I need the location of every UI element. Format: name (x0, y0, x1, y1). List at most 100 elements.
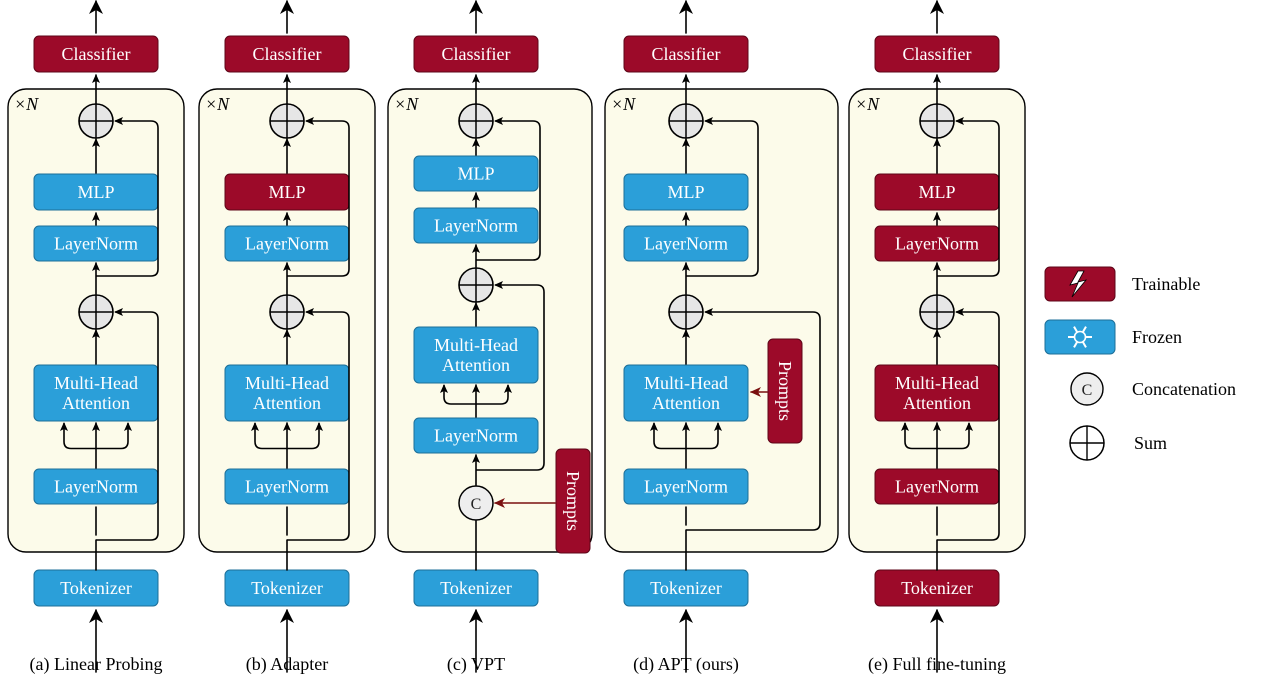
mha-block-label: Attention (652, 393, 720, 413)
layernorm1-block-label: LayerNorm (54, 477, 138, 497)
concat-icon: C (1070, 372, 1104, 406)
mha-block-label: Attention (62, 393, 130, 413)
classifier-block-label: Classifier (442, 44, 511, 64)
sum-node-top (458, 103, 494, 139)
sum-node-top (668, 103, 704, 139)
panel-caption: (d) APT (ours) (633, 654, 739, 675)
skip-connection (937, 117, 1000, 277)
prompts-label: Prompts (775, 361, 795, 421)
mlp-block-bg (413, 155, 539, 192)
layernorm2-block-label: LayerNorm (434, 216, 518, 236)
classifier-block: Classifier (224, 35, 350, 73)
mha-block-label: Multi-Head (54, 373, 138, 393)
snowflake-core (1073, 330, 1087, 344)
prompts-label: Prompts (563, 471, 583, 531)
mlp-block-label: MLP (268, 182, 305, 202)
snowflake-icon (1044, 319, 1116, 355)
lightning-bolt (1069, 270, 1088, 298)
repeat-label: ×N (394, 94, 419, 114)
legend-label: Trainable (1132, 274, 1200, 294)
mlp-block: MLP (33, 173, 159, 211)
panel-e: ×NClassifierMLPLayerNormMulti-HeadAttent… (848, 0, 1026, 675)
mlp-block-label: MLP (77, 182, 114, 202)
concat-circle (1070, 372, 1104, 406)
attention-fork (251, 422, 287, 450)
mlp-block-label: MLP (667, 182, 704, 202)
tokenizer-block-label: Tokenizer (440, 578, 512, 598)
prompts-bg (767, 338, 803, 444)
tokenizer-block: Tokenizer (224, 569, 350, 607)
mlp-block-label: MLP (457, 164, 494, 184)
tokenizer-block: Tokenizer (413, 569, 539, 607)
layernorm2-block: LayerNorm (33, 225, 159, 262)
sum-node-mid (269, 294, 305, 330)
sum-node-mid (458, 267, 494, 303)
panels-layer: ×NClassifierMLPLayerNormMulti-HeadAttent… (7, 0, 1026, 675)
mlp-block: MLP (874, 173, 1000, 211)
skip-connection (686, 308, 821, 531)
mha-block-label: Multi-Head (434, 335, 518, 355)
legend-label: Frozen (1132, 327, 1182, 347)
lightning-icon (1044, 266, 1116, 302)
attention-fork (686, 422, 722, 450)
tokenizer-block-label: Tokenizer (251, 578, 323, 598)
classifier-block-label: Classifier (903, 44, 972, 64)
sum-node-top (269, 103, 305, 139)
attention-fork (96, 422, 132, 450)
skip-connection (476, 117, 541, 261)
layernorm1-block-label: LayerNorm (895, 477, 979, 497)
panel-d: ×NClassifierMLPLayerNormMulti-HeadAttent… (604, 0, 839, 675)
concat-circle (458, 485, 494, 521)
layernorm1-block-label: LayerNorm (644, 477, 728, 497)
mha-block-label: Attention (903, 393, 971, 413)
layernorm2-block: LayerNorm (413, 207, 539, 244)
classifier-block: Classifier (623, 35, 749, 73)
classifier-block-bg (33, 35, 159, 73)
classifier-block: Classifier (33, 35, 159, 73)
attention-fork (287, 422, 323, 450)
mha-block-label: Multi-Head (895, 373, 979, 393)
mlp-block-bg (623, 173, 749, 211)
layernorm1-block-label: LayerNorm (245, 477, 329, 497)
sum-node-mid (668, 294, 704, 330)
classifier-block-label: Classifier (62, 44, 131, 64)
layernorm2-block-label: LayerNorm (54, 234, 138, 254)
mha-block-label: Attention (253, 393, 321, 413)
sum-node-mid (78, 294, 114, 330)
legend-label: Sum (1134, 433, 1167, 453)
panel-c: ×NClassifierMLPLayerNormMulti-HeadAttent… (387, 0, 593, 675)
sum-node-top (919, 103, 955, 139)
layernorm1-block-bg (623, 468, 749, 505)
classifier-block: Classifier (874, 35, 1000, 73)
layernorm2-block: LayerNorm (874, 225, 1000, 262)
attention-fork (60, 422, 96, 450)
panel-caption: (e) Full fine-tuning (868, 654, 1006, 675)
legend-item-sum: Sum (1069, 425, 1167, 461)
repeat-label: ×N (14, 94, 39, 114)
mha-block-bg (623, 364, 749, 422)
classifier-block-bg (623, 35, 749, 73)
repeat-label: ×N (611, 94, 636, 114)
attention-fork (476, 384, 512, 405)
classifier-block-label: Classifier (652, 44, 721, 64)
sum-node-top (78, 103, 114, 139)
sum-icon (1069, 425, 1105, 461)
tokenizer-block: Tokenizer (33, 569, 159, 607)
layernorm2-block: LayerNorm (623, 225, 749, 262)
classifier-block: Classifier (413, 35, 539, 73)
prompts-block: Prompts (767, 338, 803, 444)
skip-connection (287, 308, 350, 541)
classifier-block-bg (413, 35, 539, 73)
layernorm2-block-label: LayerNorm (895, 234, 979, 254)
skip-connection (96, 117, 159, 277)
legend-item-trainable: Trainable (1044, 266, 1200, 302)
prompts-block: Prompts (555, 448, 591, 554)
classifier-block-label: Classifier (253, 44, 322, 64)
mlp-block-label: MLP (918, 182, 955, 202)
classifier-block-bg (874, 35, 1000, 73)
